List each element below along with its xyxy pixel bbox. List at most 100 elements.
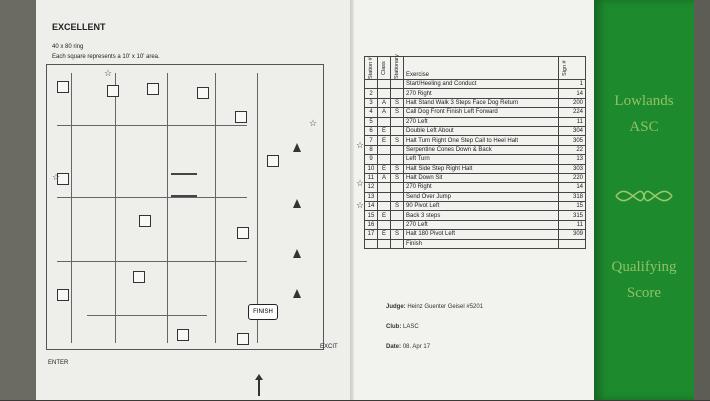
cell-stationary <box>390 144 404 156</box>
cell-sign: 304 <box>558 125 586 137</box>
cell-exercise: 90 Pivot Left <box>403 201 559 212</box>
cell-sign: 200 <box>558 97 586 109</box>
cell-sign: 303 <box>558 163 586 174</box>
page-fold <box>350 0 356 400</box>
course-sign <box>267 155 279 167</box>
date-value: 08. Apr 17 <box>402 344 431 350</box>
path-line <box>115 73 116 343</box>
course-sign <box>57 81 69 93</box>
cell-station: 7 <box>364 135 378 146</box>
cell-stationary <box>390 210 404 221</box>
cell-station: 9 <box>364 154 378 165</box>
course-sign <box>177 329 189 341</box>
arrow-up-icon <box>255 374 263 396</box>
cell-station: 10 <box>364 163 378 174</box>
cell-station: 11 <box>364 172 378 184</box>
cell-stationary: S <box>390 135 404 146</box>
cell-stationary <box>390 219 404 231</box>
cell-exercise: 270 Right <box>403 88 559 99</box>
cell-station <box>364 238 378 250</box>
judge-label: Judge: <box>386 304 406 310</box>
course-sign <box>197 87 209 99</box>
cell-class: E <box>377 125 391 137</box>
cell-stationary: S <box>390 97 404 109</box>
cell-sign <box>558 238 586 250</box>
cell-stationary: S <box>390 107 404 118</box>
cell-sign: 13 <box>558 154 586 165</box>
cell-station: 8 <box>364 144 378 156</box>
header-exercise: Exercise <box>403 56 559 80</box>
path-line <box>87 315 207 316</box>
cell-station: 5 <box>364 116 378 127</box>
cell-exercise: Send Over Jump <box>403 191 559 203</box>
cell-exercise: Back 3 steps <box>403 210 559 221</box>
cell-class <box>377 219 391 231</box>
cell-sign: 14 <box>558 182 586 193</box>
path-line <box>167 73 168 343</box>
ribbon-line2: ASC <box>629 119 659 135</box>
course-sign <box>237 333 249 345</box>
cell-exercise: Call Dog Front Finish Left Forward <box>403 107 559 118</box>
cell-station: 14 <box>364 201 378 212</box>
cell-stationary <box>390 116 404 127</box>
cell-exercise: Halt Turn Right One Step Call to Heel Ha… <box>403 135 559 146</box>
header-class: Class <box>381 61 387 75</box>
background-left <box>0 0 40 400</box>
cell-sign: 315 <box>558 210 586 221</box>
star-icon: ☆ <box>356 178 365 188</box>
cell-class: E <box>377 229 391 240</box>
star-icon: ☆ <box>52 172 61 182</box>
cell-class <box>377 88 391 99</box>
cell-exercise: Serpentine Cones Down & Back <box>403 144 559 156</box>
course-sign <box>57 173 69 185</box>
cell-exercise: Halt 180 Pivot Left <box>403 229 559 240</box>
path-line <box>71 73 72 343</box>
score-sheet-table: Station # Class Stationary Exercise Sign… <box>364 54 586 250</box>
cell-sign: 305 <box>558 135 586 146</box>
cell-station: 4 <box>364 107 378 118</box>
cone-icon <box>293 249 301 258</box>
background-right <box>694 0 710 400</box>
cell-station: 2 <box>364 88 378 99</box>
cell-class: A <box>377 107 391 118</box>
cell-stationary <box>390 191 404 203</box>
cell-exercise: Start/Heeling and Conduct <box>403 78 559 90</box>
cell-class <box>377 182 391 193</box>
cell-class: A <box>377 172 391 184</box>
path-line <box>215 73 216 343</box>
cell-sign: 220 <box>558 172 586 184</box>
header-station: Station # <box>368 57 374 79</box>
cell-exercise: Halt Stand Walk 3 Steps Face Dog Return <box>403 97 559 109</box>
cone-icon <box>293 143 301 152</box>
cell-exercise: 270 Left <box>403 116 559 127</box>
cell-stationary <box>390 154 404 165</box>
course-sign <box>235 111 247 123</box>
star-icon: ☆ <box>104 68 113 78</box>
cell-sign: 15 <box>558 201 586 212</box>
ribbon-line3: Qualifying <box>611 259 677 275</box>
header-sign: Sign # <box>562 60 568 76</box>
cell-station: 6 <box>364 125 378 137</box>
club-line: Club: LASC <box>386 324 419 330</box>
cell-class: E <box>377 163 391 174</box>
table-header-row: Station # Class Stationary Exercise Sign… <box>364 54 586 80</box>
cell-station: 17 <box>364 229 378 240</box>
header-stationary: Stationary <box>394 54 400 79</box>
cell-class <box>377 154 391 165</box>
cone-icon <box>293 199 301 208</box>
table-row: Finish <box>364 238 586 250</box>
cell-exercise: Finish <box>403 238 559 250</box>
cell-station: 3 <box>364 97 378 109</box>
cell-class <box>377 144 391 156</box>
cell-class <box>377 78 391 90</box>
cell-stationary: S <box>390 163 404 174</box>
